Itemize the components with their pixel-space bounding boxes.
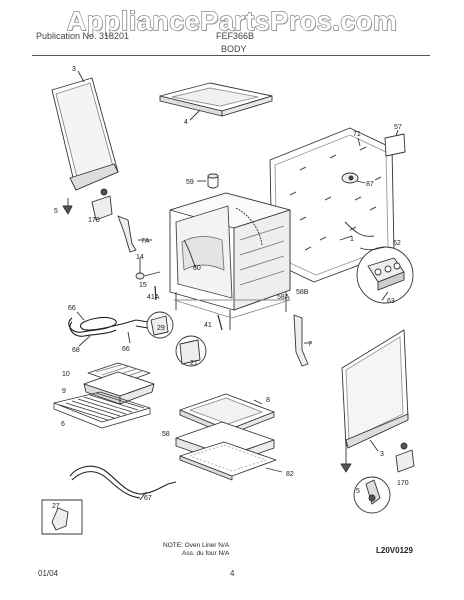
callout-60: 60: [193, 265, 201, 272]
callout-170: 170: [88, 217, 100, 224]
leveling-leg-part: [62, 198, 73, 215]
side-trim-7-part: [293, 314, 309, 367]
right-side-panel-part: [341, 329, 409, 449]
broil-pan-part: [83, 371, 155, 405]
callout-14: 14: [136, 254, 144, 261]
watermark: AppliancePartsPros.com: [66, 6, 398, 37]
terminal-block-part: [356, 246, 414, 304]
note-line-2: Ass. du four N/A: [182, 550, 230, 557]
callout-62: 62: [393, 240, 401, 247]
part-27-detail-box: [41, 499, 83, 535]
callout-57: 57: [394, 124, 402, 131]
callout-1: 1: [350, 236, 354, 243]
callout-66-lower: 66: [122, 346, 130, 353]
footer-date: 01/04: [38, 569, 59, 578]
callout-63: 63: [387, 298, 395, 305]
callout-5-right: 5: [356, 488, 360, 495]
callout-3-right: 3: [380, 451, 384, 458]
part-callout-labels: 3 4 71 57 59 87 5 170 7A 1 62 14 60 15 4…: [52, 66, 409, 510]
callout-58a: 58A: [277, 294, 290, 301]
callout-59: 59: [186, 179, 194, 186]
bracket-21-part: [175, 335, 207, 367]
callout-7a: 7A: [141, 238, 150, 245]
header-rule: [32, 55, 430, 56]
callout-4: 4: [184, 119, 188, 126]
top-panel-part: [159, 82, 273, 117]
screw-87-part: [348, 175, 354, 181]
callout-41a: 41A: [147, 294, 160, 301]
oven-body-part: [169, 192, 291, 330]
callout-82: 82: [286, 471, 294, 478]
callout-15: 15: [139, 282, 147, 289]
callout-3: 3: [72, 66, 76, 73]
callout-7: 7: [308, 341, 312, 348]
section-title: BODY: [221, 44, 247, 54]
callout-71: 71: [353, 131, 361, 138]
leg-bracket-part: [91, 188, 113, 221]
oven-light-socket-part: [135, 258, 161, 280]
diagram-code: L20V0129: [376, 546, 413, 555]
callout-5: 5: [54, 208, 58, 215]
callout-27: 27: [52, 503, 60, 510]
bracket-29-part: [146, 311, 174, 339]
publication-number: Publication No. 318201: [36, 31, 130, 41]
thermostat-bulb-part: [207, 173, 219, 189]
callout-9: 9: [62, 388, 66, 395]
callout-67: 67: [144, 495, 152, 502]
callout-6: 6: [61, 421, 65, 428]
callout-68: 68: [72, 347, 80, 354]
leveling-leg-right-part: [340, 442, 352, 473]
callout-8: 8: [266, 397, 270, 404]
callout-58b: 58B: [296, 289, 309, 296]
anti-tip-bracket-part: [353, 476, 391, 514]
model-number: FEF366B: [216, 31, 255, 41]
callout-41: 41: [204, 322, 212, 329]
wire-harness-part: [344, 221, 375, 237]
callout-170-right: 170: [397, 480, 409, 487]
callout-87: 87: [366, 181, 374, 188]
note-line-1: NOTE: Oven Liner N/A: [163, 542, 230, 549]
side-trim-7a-part: [117, 215, 137, 253]
serial-label-part: [384, 133, 406, 157]
footer-page-number: 4: [230, 569, 235, 578]
bake-element-part: [68, 316, 149, 337]
left-side-panel-part: [51, 77, 119, 191]
leg-bracket-right-part: [395, 442, 415, 473]
callout-10: 10: [62, 371, 70, 378]
callout-58: 58: [162, 431, 170, 438]
bottom-panel-part: [179, 441, 277, 481]
callout-66-upper: 66: [68, 305, 76, 312]
callout-29: 29: [157, 325, 165, 332]
oven-rack-part: [53, 391, 151, 429]
callout-21: 21: [190, 360, 198, 367]
broil-element-part: [69, 465, 177, 499]
